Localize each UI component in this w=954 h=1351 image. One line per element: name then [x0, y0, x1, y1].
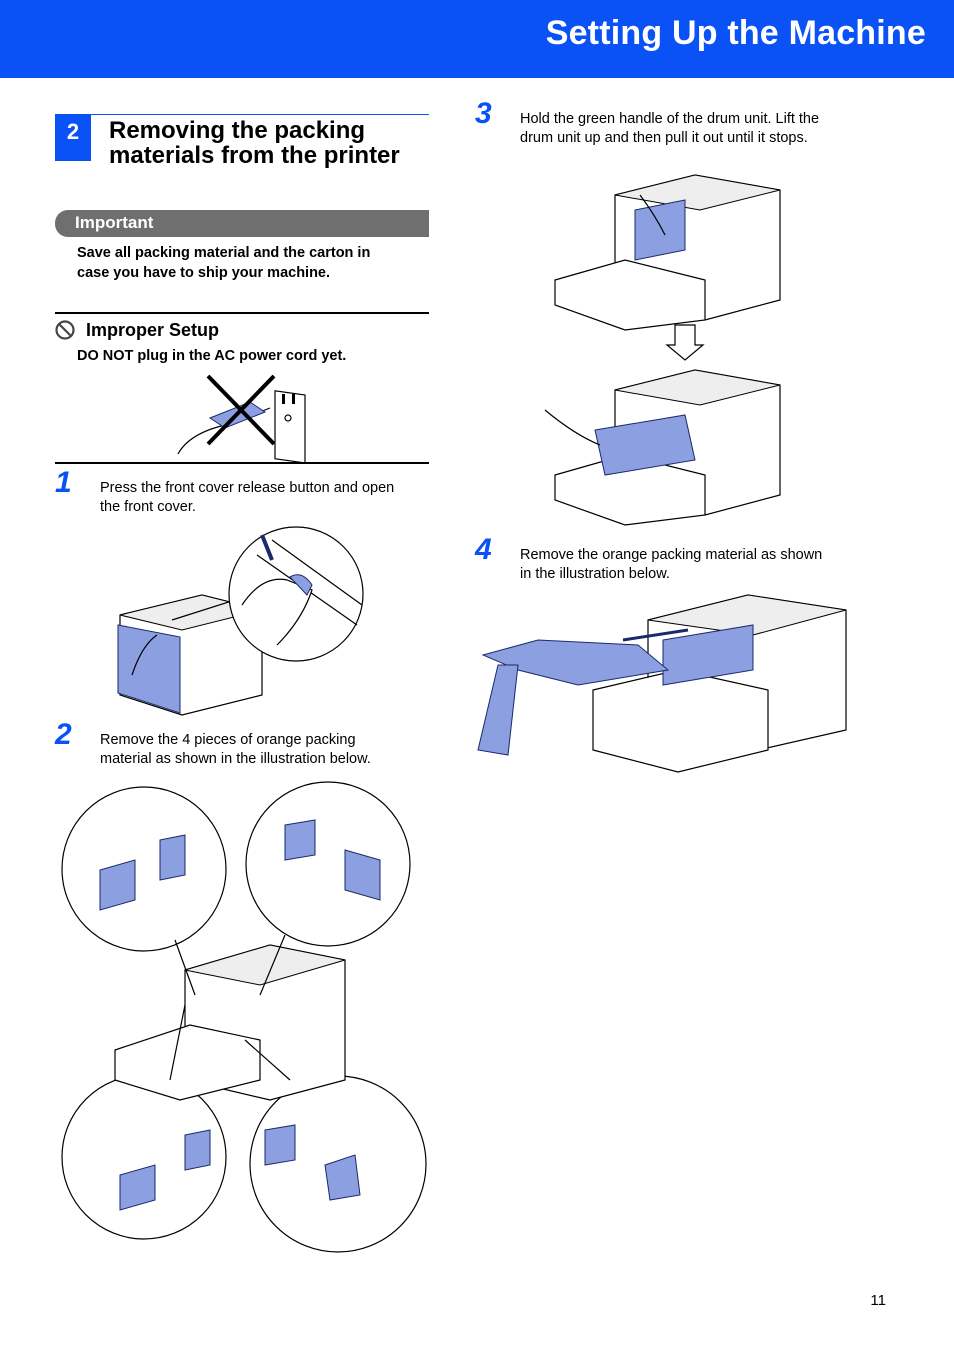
section-title: Removing the packing materials from the …: [109, 118, 429, 168]
step-3-number: 3: [475, 97, 492, 130]
section-title-line2: materials from the printer: [109, 142, 400, 169]
important-label: Important: [75, 213, 154, 232]
step-3-text: Hold the green handle of the drum unit. …: [520, 110, 860, 148]
section-title-line1: Removing the packing: [109, 117, 366, 144]
prohibited-icon: [55, 320, 75, 340]
step-3-line2: drum unit up and then pull it out until …: [520, 130, 808, 146]
step-1-illustration: [117, 526, 364, 716]
step-1-line2: the front cover.: [100, 499, 196, 515]
section-number: 2: [55, 115, 91, 161]
important-line1: Save all packing material and the carton…: [77, 245, 371, 261]
improper-title: Improper Setup: [86, 320, 220, 340]
step-2-illustration: [61, 781, 427, 1253]
step-4-text: Remove the orange packing material as sh…: [520, 546, 860, 584]
section-rule: [55, 114, 429, 115]
improper-text: DO NOT plug in the AC power cord yet.: [77, 348, 347, 364]
step-4-line1: Remove the orange packing material as sh…: [520, 547, 823, 563]
improper-top-rule: [55, 312, 429, 314]
step-4-illustration: [477, 594, 847, 773]
power-plug-illustration: [177, 374, 306, 464]
step-3-illustration: [544, 174, 781, 526]
step-1-line1: Press the front cover release button and…: [100, 480, 395, 496]
page-number: 11: [870, 1292, 886, 1309]
step-2-line1: Remove the 4 pieces of orange packing: [100, 732, 356, 748]
step-2-number: 2: [55, 718, 72, 751]
page-title: Setting Up the Machine: [545, 14, 926, 52]
step-2-line2: material as shown in the illustration be…: [100, 751, 371, 767]
step-1-text: Press the front cover release button and…: [100, 479, 430, 517]
step-3-line1: Hold the green handle of the drum unit. …: [520, 111, 820, 127]
step-4-line2: in the illustration below.: [520, 566, 670, 582]
improper-bottom-rule: [55, 462, 429, 464]
important-bar: [55, 210, 429, 237]
header-bar: Setting Up the Machine: [0, 0, 954, 78]
important-text: Save all packing material and the carton…: [77, 244, 422, 283]
important-line2: case you have to ship your machine.: [77, 264, 331, 281]
step-1-number: 1: [55, 466, 72, 499]
step-2-text: Remove the 4 pieces of orange packing ma…: [100, 731, 430, 769]
step-4-number: 4: [475, 533, 492, 566]
